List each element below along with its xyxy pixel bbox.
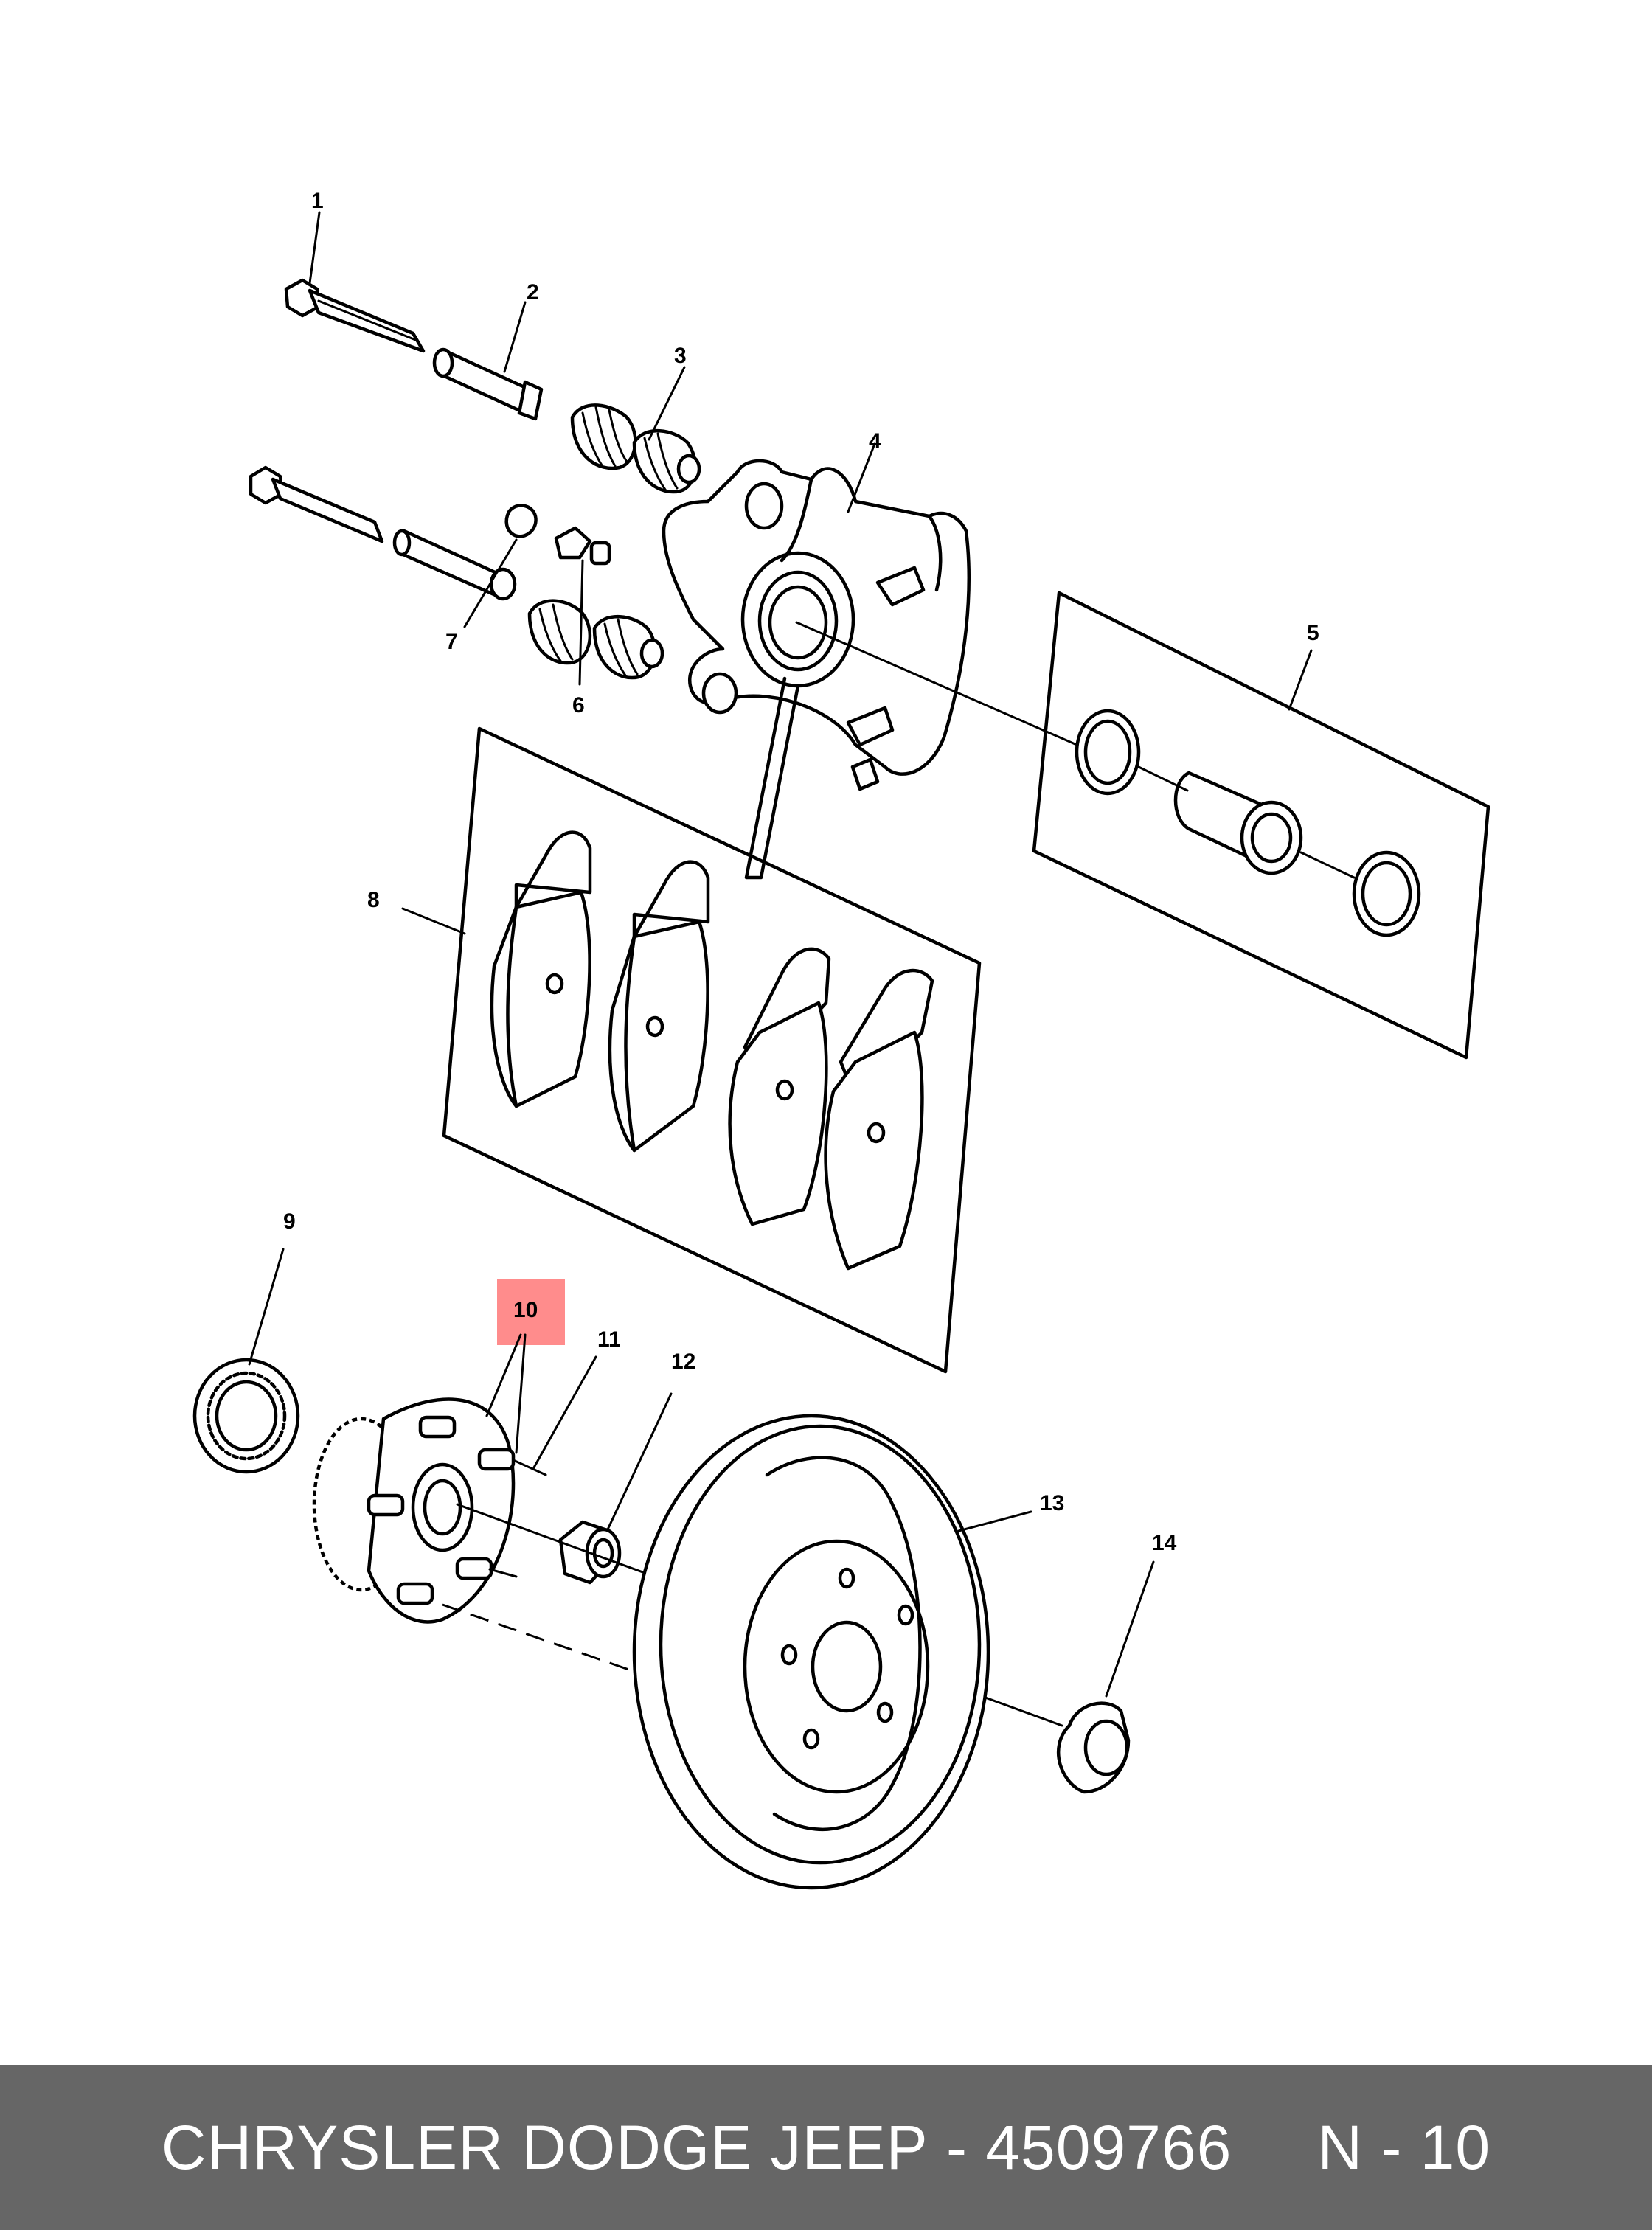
part-2-sleeve-lower <box>249 465 504 598</box>
label-1: 1 <box>311 189 324 213</box>
leader-10b <box>515 1333 527 1454</box>
leader-6 <box>578 559 584 686</box>
part-14-dust-cap <box>1056 1701 1131 1794</box>
footer-page-ref: N - 10 <box>1317 2112 1491 2182</box>
leader-9 <box>248 1248 285 1366</box>
brake-assembly-diagram: 1 2 3 6 7 <box>192 189 1490 1890</box>
part-8-brake-pad-set <box>442 726 982 1374</box>
label-12: 12 <box>671 1350 695 1374</box>
part-3-dust-boot <box>527 403 701 680</box>
label-9: 9 <box>283 1209 296 1234</box>
part-7-caliper-clip <box>489 504 538 601</box>
part-13-brake-rotor <box>632 1414 990 1890</box>
part-10-highlight <box>497 1279 565 1345</box>
leader-1 <box>308 211 321 285</box>
leader-5 <box>1288 649 1313 711</box>
leader-10a <box>485 1333 522 1417</box>
leader-12 <box>606 1392 673 1531</box>
caliper-to-pads-bracket <box>744 676 800 880</box>
label-2: 2 <box>527 280 539 305</box>
label-7: 7 <box>445 630 458 654</box>
footer-part-number: 4509766 <box>985 2112 1232 2182</box>
part-12-hub-nut <box>558 1520 622 1585</box>
leader-4 <box>847 442 876 513</box>
footer-separator: - <box>928 2112 986 2182</box>
label-3: 3 <box>674 344 687 368</box>
leader-3 <box>648 366 686 441</box>
label-10: 10 <box>513 1298 538 1322</box>
footer-bar: CHRYSLER DODGE JEEP - 4509766 N - 10 <box>0 2065 1652 2230</box>
label-11: 11 <box>597 1327 621 1352</box>
leader-2 <box>503 301 527 373</box>
label-4: 4 <box>869 429 881 454</box>
label-14: 14 <box>1152 1531 1177 1555</box>
part-9-tone-ring <box>192 1358 300 1474</box>
label-6: 6 <box>572 693 585 718</box>
leader-8 <box>401 907 466 935</box>
part-11-stud-tip <box>512 1459 547 1476</box>
footer-brand: CHRYSLER DODGE JEEP <box>161 2112 929 2182</box>
piston-axis-line <box>795 621 1078 746</box>
leader-7 <box>463 538 518 628</box>
leader-11 <box>532 1355 597 1469</box>
leader-14 <box>1105 1560 1155 1698</box>
label-8: 8 <box>367 888 380 912</box>
label-13: 13 <box>1040 1491 1064 1515</box>
label-5: 5 <box>1307 621 1319 645</box>
part-1-caliper-bolt-upper <box>284 278 426 353</box>
part-6-bleeder-screw <box>554 526 611 566</box>
leader-13 <box>957 1510 1032 1532</box>
footer-caption: CHRYSLER DODGE JEEP - 4509766 N - 10 <box>0 2065 1652 2230</box>
part-2-sleeve-upper <box>432 347 544 421</box>
part-4-caliper-housing <box>662 459 971 791</box>
hub-bearing-assembly <box>312 1397 516 1624</box>
stud-tip <box>488 1568 518 1578</box>
part-5-piston-seal-kit <box>1032 591 1490 1060</box>
